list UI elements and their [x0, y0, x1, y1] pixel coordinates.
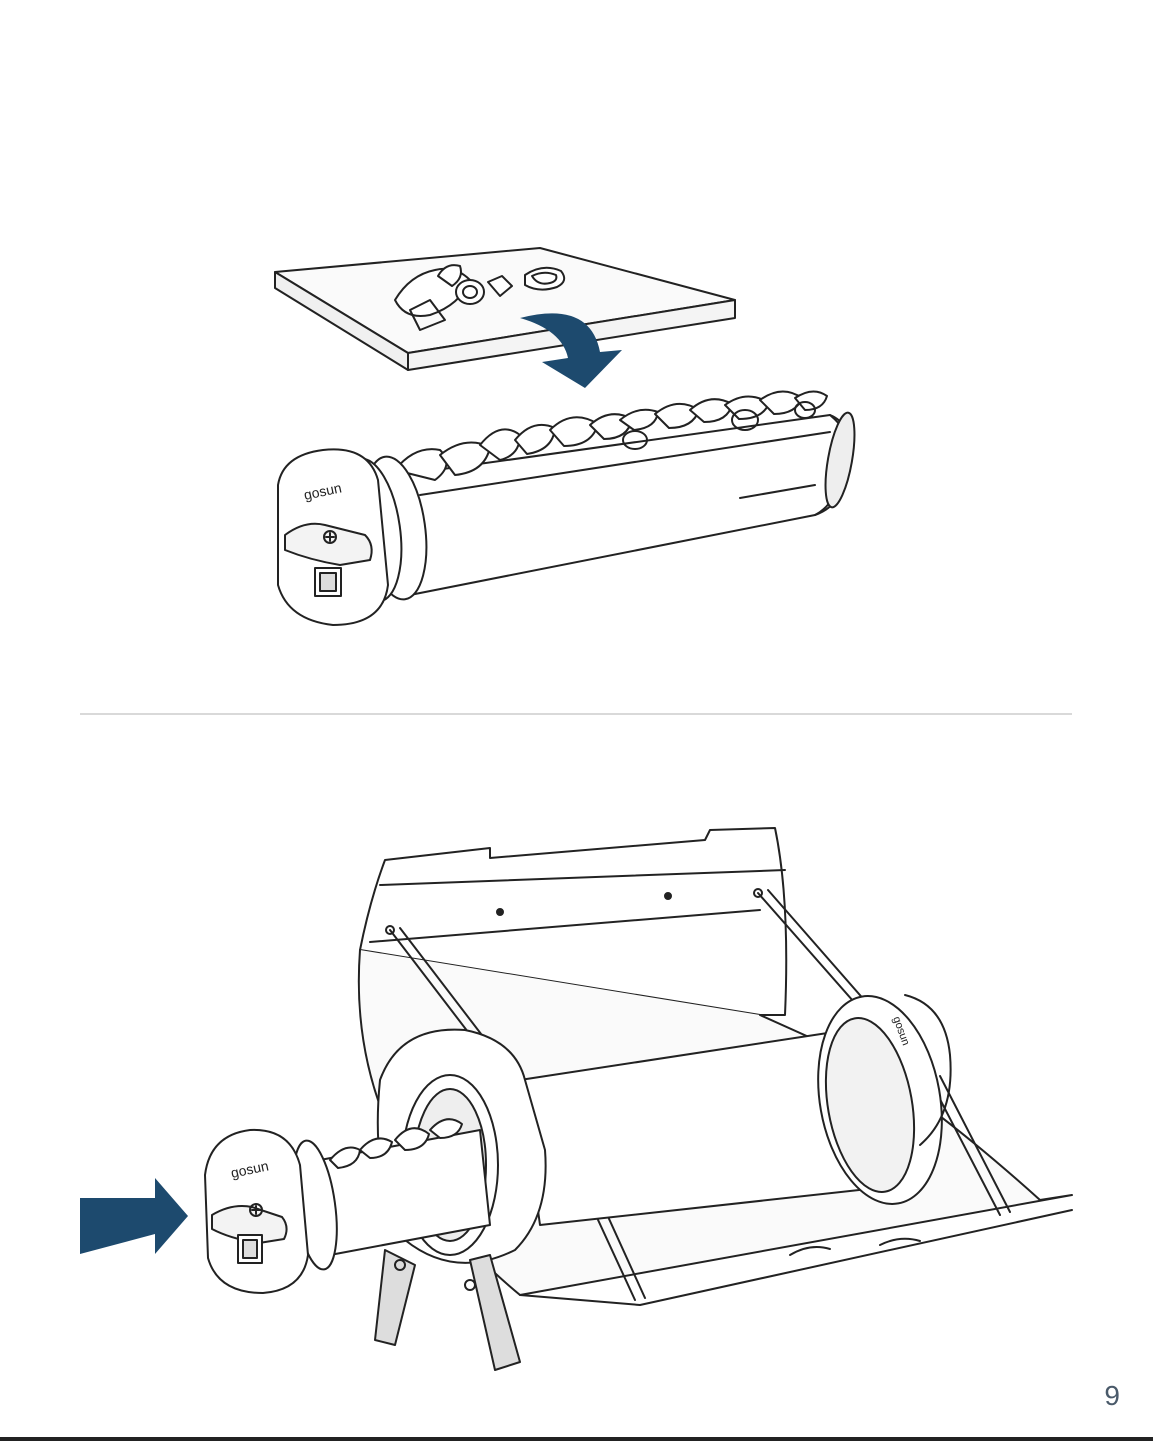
cooking-tube: [395, 391, 860, 595]
bottom-rule: [0, 1437, 1153, 1441]
right-arrow-icon: [80, 1178, 188, 1254]
page-number: 9: [1104, 1380, 1121, 1412]
food-loading-illustration: gosun: [0, 0, 1153, 700]
section-divider: [80, 713, 1072, 715]
tube-end-cap-bottom: [205, 1130, 344, 1293]
cooker-insertion-illustration: gosun gosun: [0, 720, 1153, 1400]
cutting-board: [275, 248, 735, 370]
